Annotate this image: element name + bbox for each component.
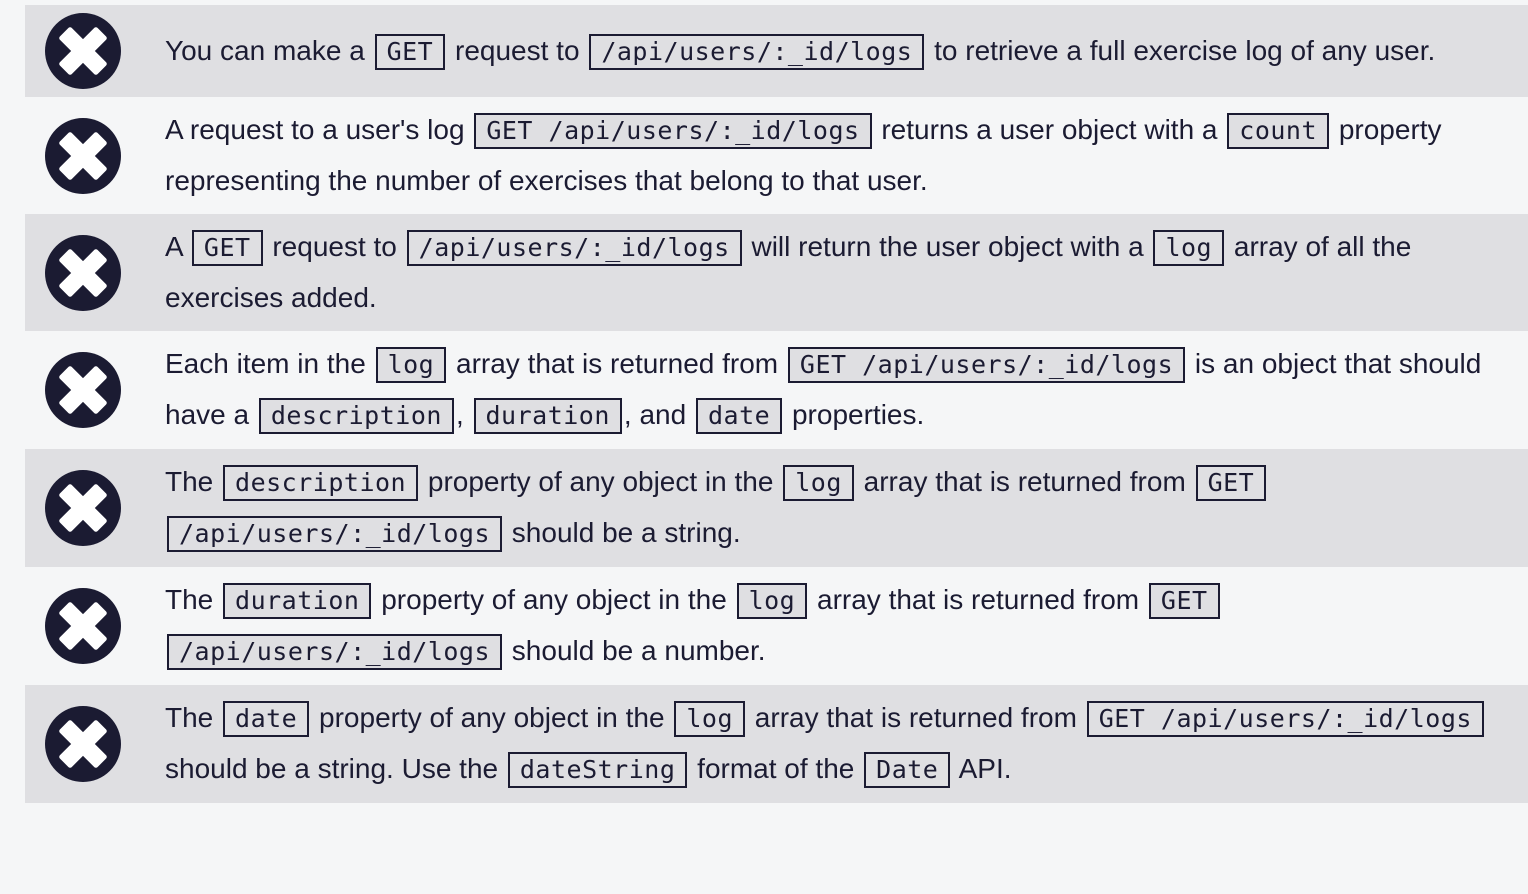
test-result-item: A request to a user's log GET /api/users… [25,97,1528,214]
message-text: API. [952,753,1012,784]
message-text: request to [264,231,405,262]
message-text: , and [623,399,694,430]
message-text: You can make a [165,34,373,66]
test-message: The date property of any object in the l… [165,693,1528,795]
test-failed-x-icon [45,470,121,546]
inline-code: GET [374,33,446,70]
message-text: property of any object in the [311,702,673,733]
test-message: You can make a GET request to /api/users… [165,26,1528,77]
test-result-item: Each item in the log array that is retur… [25,331,1528,449]
message-text: A request to a user's log [165,114,473,145]
test-result-item: You can make a GET request to /api/users… [25,5,1528,97]
inline-code: GET /api/users/:_id/logs [787,347,1186,383]
message-text: The [165,466,222,497]
message-text: A [165,231,190,262]
message-text: array that is returned from [448,348,786,379]
inline-code: dateString [507,752,688,788]
inline-code: date [223,701,310,737]
message-text: is an object that should have a [165,348,1482,430]
message-text: array that is returned from [809,584,1147,615]
test-message: A GET request to /api/users/:_id/logs wi… [165,222,1528,323]
message-text: property of any object in the [420,466,782,497]
inline-code: /api/users/:_id/logs [406,230,742,266]
message-text: The [165,702,222,733]
inline-code: duration [473,398,622,434]
message-text: should be a string. Use the [165,753,506,784]
test-failed-x-icon [45,234,121,311]
inline-code: date [695,398,783,434]
message-text: should be a number. [504,635,766,666]
inline-code: log [375,347,447,383]
test-failed-x-icon [45,117,121,194]
test-message: A request to a user's log GET /api/users… [165,105,1528,206]
inline-code: /api/users/:_id/logs [589,33,925,70]
inline-code: description [258,398,454,434]
inline-code: log [674,701,746,737]
inline-code: description [223,465,419,501]
message-text: request to [447,34,588,66]
message-text: , [455,399,472,430]
message-text: array that is returned from [747,702,1085,733]
inline-code: Date [864,752,951,788]
message-text: array that is returned from [855,466,1194,497]
message-text: should be a string. [504,517,741,548]
inline-code: duration [223,583,372,619]
message-text: format of the [689,753,863,784]
message-text: Each item in the [165,348,374,379]
message-text: array of all the exercises added. [165,231,1412,313]
inline-code: log [783,465,854,501]
test-failed-x-icon [45,706,121,782]
message-text: to retrieve a full exercise log of any u… [926,34,1436,66]
test-result-item: The duration property of any object in t… [25,567,1528,685]
test-result-item: A GET request to /api/users/:_id/logs wi… [25,214,1528,331]
message-text: The [165,584,222,615]
test-failed-x-icon [45,13,121,89]
message-text: property of any object in the [373,584,735,615]
test-failed-x-icon [45,588,121,664]
test-results-list: You can make a GET request to /api/users… [25,5,1528,803]
message-text: will return the user object with a [743,231,1152,262]
test-message: Each item in the log array that is retur… [165,339,1528,441]
message-text: returns a user object with a [873,114,1226,145]
inline-code: log [736,583,808,619]
test-result-item: The date property of any object in the l… [25,685,1528,803]
inline-code: GET /api/users/:_id/logs [1086,701,1484,737]
inline-code: GET /api/users/:_id/logs [474,113,872,149]
test-result-item: The description property of any object i… [25,449,1528,567]
message-text: properties. [784,399,925,430]
inline-code: GET [191,230,263,266]
inline-code: count [1227,113,1330,149]
test-message: The description property of any object i… [165,457,1528,559]
inline-code: log [1153,230,1225,266]
message-text: property representing the number of exer… [165,114,1442,196]
test-message: The duration property of any object in t… [165,575,1528,677]
test-failed-x-icon [45,352,121,428]
